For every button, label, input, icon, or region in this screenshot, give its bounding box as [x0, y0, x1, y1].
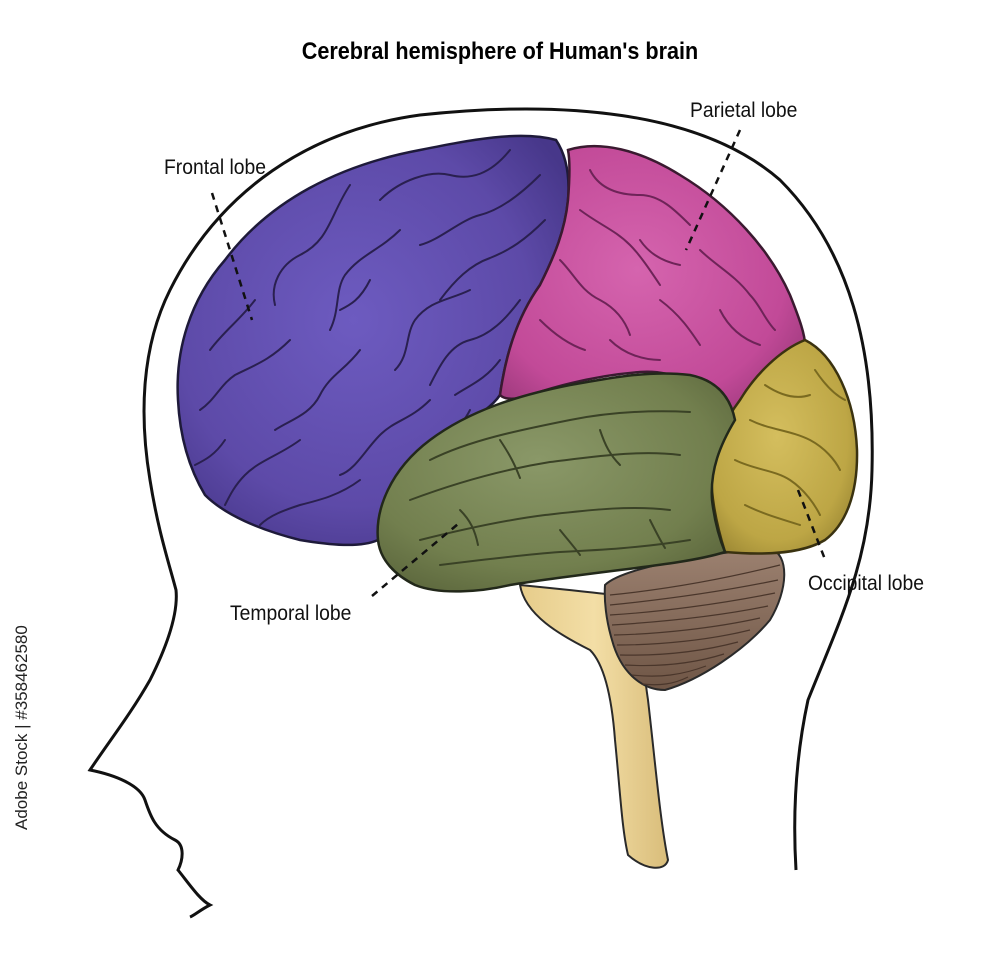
diagram-title: Cerebral hemisphere of Human's brain: [301, 38, 699, 65]
leader-lines: [210, 129, 828, 597]
frontal-lobe-label: Frontal lobe: [164, 156, 267, 179]
occipital-lobe: [710, 338, 859, 555]
temporal-lobe-label: Temporal lobe: [230, 602, 352, 625]
frontal-lobe: [176, 134, 570, 547]
temporal-lobe: [376, 372, 737, 593]
parietal-lobe-label: Parietal lobe: [690, 99, 798, 122]
parietal-leader: [684, 129, 742, 251]
frontal-leader: [210, 192, 254, 321]
occipital-lobe-label: Occipital lobe: [808, 572, 924, 595]
head-outline: [87, 107, 874, 919]
temporal-leader: [371, 523, 459, 597]
stock-watermark-id: Adobe Stock | #358462580: [12, 625, 31, 830]
cerebellum: [603, 546, 786, 692]
